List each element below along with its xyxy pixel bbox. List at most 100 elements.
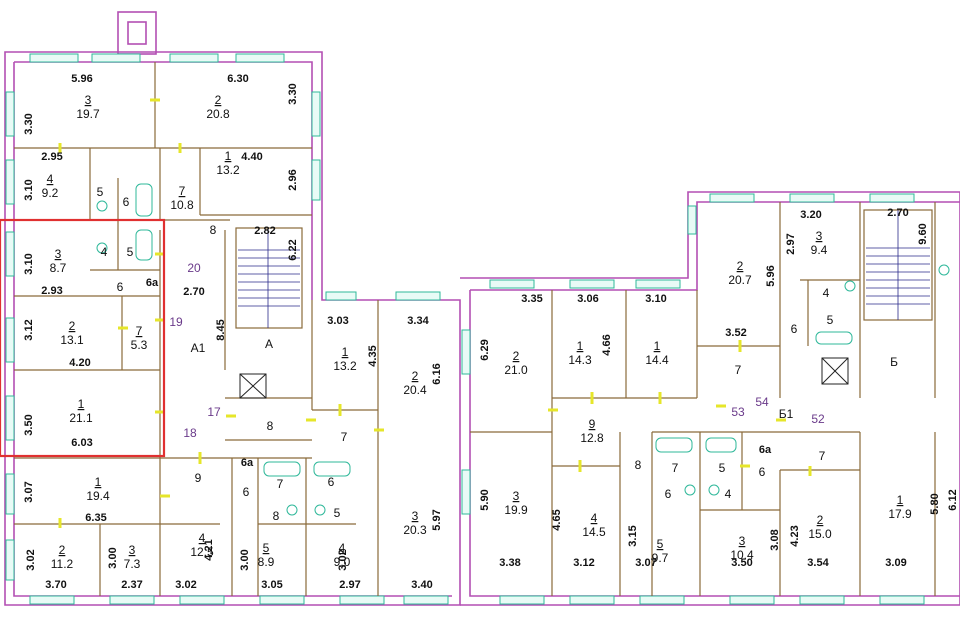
doors xyxy=(58,98,812,528)
right-inner-wall-2 xyxy=(469,290,960,597)
room-number: 5 xyxy=(263,541,270,555)
room-area: 14.3 xyxy=(568,353,592,367)
room-number: 4 xyxy=(725,487,732,501)
dimension-label: 2.97 xyxy=(785,233,797,254)
dimension-label: 3.50 xyxy=(731,557,752,569)
dimension-label: 3.30 xyxy=(287,83,299,104)
room-area: 15.0 xyxy=(808,527,832,541)
room-number: 4 xyxy=(199,531,206,545)
dimension-label: 6.35 xyxy=(85,512,106,524)
dimension-label: 5.96 xyxy=(765,265,777,286)
dimension-label: 3.02 xyxy=(175,579,196,591)
dimension-label: 3.02 xyxy=(25,549,37,570)
chimney-outline xyxy=(117,11,157,55)
dimension-label: 3.06 xyxy=(577,293,598,305)
room-number: 2 xyxy=(513,349,520,363)
room-area: 19.9 xyxy=(504,503,528,517)
plumbing-fixtures xyxy=(96,183,950,516)
room-area: 20.8 xyxy=(206,107,230,121)
room-number: 3 xyxy=(816,229,823,243)
dimension-label: 2.96 xyxy=(287,169,299,190)
corridor-code: 52 xyxy=(811,412,825,426)
room-area: 20.4 xyxy=(403,383,427,397)
room-number: 2 xyxy=(412,369,419,383)
room-number: 6 xyxy=(328,475,335,489)
dimension-label: 5.96 xyxy=(71,73,92,85)
room-number: 1 xyxy=(577,339,584,353)
room-number: 5 xyxy=(827,313,834,327)
dimension-label: 3.10 xyxy=(645,293,666,305)
room-number: 7 xyxy=(136,324,143,338)
room-number: 3 xyxy=(129,543,136,557)
dimension-label: 6.30 xyxy=(227,73,248,85)
dimension-label: 3.09 xyxy=(885,557,906,569)
elevator-b xyxy=(821,357,849,385)
room-number: 8 xyxy=(267,419,274,433)
corridor-code: 18 xyxy=(183,426,197,440)
room-number: 4 xyxy=(591,511,598,525)
dimension-label: 3.12 xyxy=(573,557,594,569)
room-area: 8.7 xyxy=(50,261,67,275)
room-area: 7.3 xyxy=(124,557,141,571)
section-label: A1 xyxy=(191,341,206,355)
room-number: 1 xyxy=(225,149,232,163)
selected-apartment-outline xyxy=(0,218,166,458)
room-area: 9.2 xyxy=(42,186,59,200)
room-area: 10.8 xyxy=(170,198,194,212)
dimension-label: 2.97 xyxy=(339,579,360,591)
room-number: 7 xyxy=(179,184,186,198)
room-number: 4 xyxy=(47,172,54,186)
dimension-label: 3.05 xyxy=(261,579,282,591)
room-area: 12.5 xyxy=(190,545,214,559)
dimension-label: 4.40 xyxy=(241,151,262,163)
chimney-inner xyxy=(127,21,147,45)
dimension-label: 9.60 xyxy=(917,223,929,244)
room-area: 8.9 xyxy=(258,555,275,569)
room-area: 20.7 xyxy=(728,273,752,287)
dimension-label: 4.65 xyxy=(551,509,563,530)
room-number: 7 xyxy=(735,363,742,377)
dimension-label: 4.20 xyxy=(69,357,90,369)
dimension-label: 6.29 xyxy=(479,339,491,360)
dimension-label: 3.08 xyxy=(769,529,781,550)
room-number: 7 xyxy=(341,430,348,444)
room-number: 2 xyxy=(215,93,222,107)
room-number: 3 xyxy=(85,93,92,107)
room-number: 1 xyxy=(95,475,102,489)
dimension-label: 6.12 xyxy=(947,489,959,510)
dimension-label: 3.02 xyxy=(337,549,349,570)
room-number: 6 xyxy=(759,465,766,479)
room-number: 4 xyxy=(101,245,108,259)
room-number: 2 xyxy=(69,319,76,333)
room-number: 6 xyxy=(791,322,798,336)
dimension-label: 3.30 xyxy=(23,113,35,134)
room-number: 1 xyxy=(78,397,85,411)
dimension-label: 5.80 xyxy=(929,493,941,514)
room-area: 10.4 xyxy=(730,548,754,562)
room-number: 2 xyxy=(817,513,824,527)
right-building-outline xyxy=(460,191,960,606)
room-area: 13.2 xyxy=(333,359,357,373)
room-area: 17.9 xyxy=(888,507,912,521)
dimension-label: 4.21 xyxy=(203,539,215,560)
room-number: 1 xyxy=(342,345,349,359)
section-label: Б xyxy=(890,355,898,369)
dimension-label: 3.40 xyxy=(411,579,432,591)
dimension-label: 2.82 xyxy=(254,225,275,237)
room-number: 4 xyxy=(339,541,346,555)
room-number: 6 xyxy=(665,487,672,501)
room-area: 20.3 xyxy=(403,523,427,537)
staircase-b xyxy=(863,209,933,321)
corridor-code: 19 xyxy=(169,315,183,329)
dimension-label: 3.07 xyxy=(635,557,656,569)
dimension-label: 2.93 xyxy=(41,285,62,297)
dimension-label: 6.03 xyxy=(71,437,92,449)
room-area: 19.7 xyxy=(76,107,100,121)
left-building-outline xyxy=(4,51,461,606)
dimension-label: 3.07 xyxy=(23,481,35,502)
left-inner-wall-2 xyxy=(13,62,452,597)
